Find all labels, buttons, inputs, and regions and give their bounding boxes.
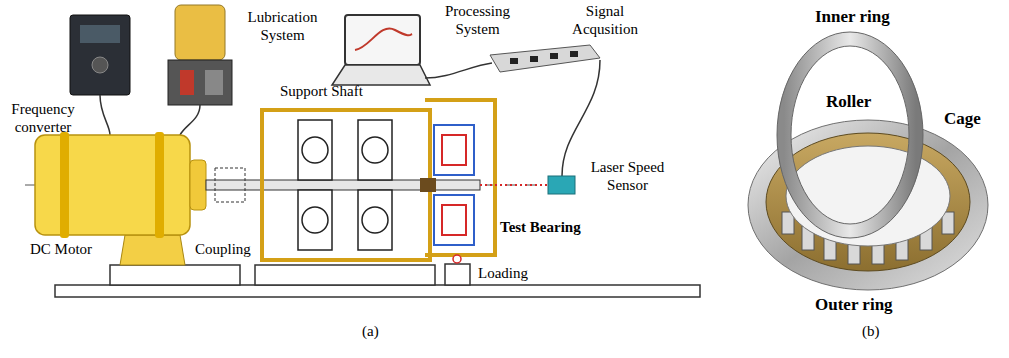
laser-speed-sensor (548, 176, 575, 194)
inner-ring-edge (791, 46, 909, 224)
test-bearing-bracket (425, 100, 495, 255)
motor-end-cap (190, 160, 206, 210)
wire (562, 60, 600, 176)
wire (425, 63, 492, 78)
part-label: Inner ring (815, 8, 890, 26)
inner-ring (784, 39, 916, 231)
part-label: DC Motor (30, 240, 92, 258)
support-housing (262, 110, 430, 260)
part-label: Test Bearing (500, 218, 581, 236)
part-label: Support Shaft (280, 82, 363, 100)
part-label: Outer ring (815, 296, 893, 314)
motor-ring (60, 132, 69, 238)
part-label: (a) (362, 322, 379, 340)
pump-part (180, 70, 194, 95)
part-label: Signal Acqusition (560, 2, 650, 38)
pump-part (205, 70, 223, 95)
part-label: Processing System (430, 2, 525, 38)
support-base (255, 265, 435, 285)
part-label: Laser Speed Sensor (585, 158, 670, 194)
loading-pedestal (445, 264, 470, 285)
part-label: Loading (478, 264, 528, 282)
motor-foot (120, 235, 185, 265)
wire (180, 105, 200, 135)
load-point (453, 255, 461, 263)
part-label: Frequency converter (3, 100, 83, 136)
motor-ring (155, 132, 164, 238)
screen-curve (355, 28, 412, 50)
laser-beam (480, 184, 548, 186)
lubrication-pump (168, 60, 232, 105)
frequency-converter (70, 15, 130, 95)
shaft (206, 180, 480, 190)
coupling (215, 168, 245, 202)
part-label: Lubrication System (240, 8, 325, 44)
laptop-keyboard (332, 65, 430, 85)
base-plate (55, 285, 700, 297)
converter-knob (92, 57, 108, 73)
sleeve (420, 178, 436, 192)
part-label: Cage (944, 110, 981, 128)
dc-motor (35, 135, 190, 235)
wire (100, 95, 110, 135)
motor-base (110, 265, 240, 285)
part-label: Coupling (195, 240, 251, 258)
inner-ring-edge (777, 32, 923, 238)
laptop-screen (345, 15, 420, 65)
converter-display (80, 25, 120, 43)
signal-acquisition-box (490, 45, 600, 72)
oil-tank (175, 5, 225, 60)
part-label: (b) (862, 322, 880, 340)
part-label: Roller (826, 93, 871, 111)
